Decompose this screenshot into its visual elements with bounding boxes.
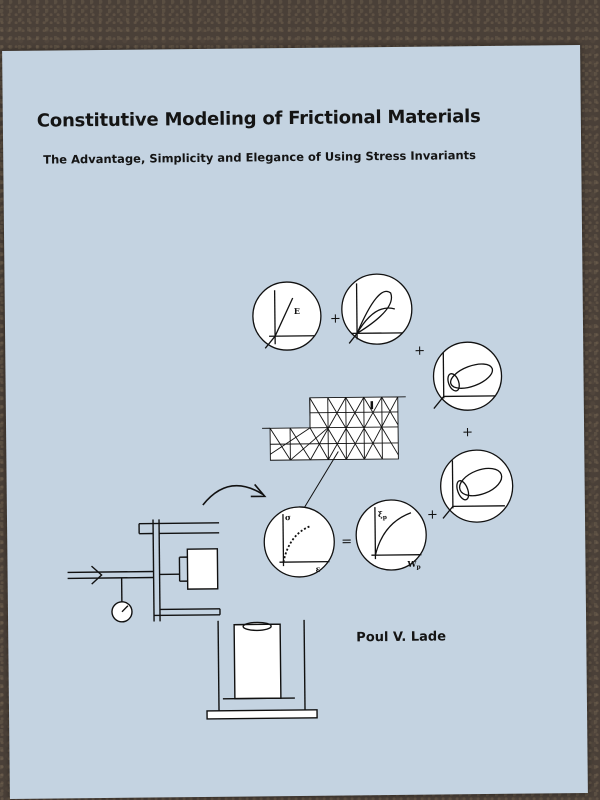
elasticity-circle (252, 281, 322, 351)
curved-arrow (202, 483, 267, 506)
book-cover: Constitutive Modeling of Frictional Mate… (2, 44, 588, 800)
plus-sign-1: + (330, 312, 341, 327)
testing-apparatus (67, 519, 318, 720)
stress-strain-circle (263, 506, 335, 578)
plastic-potential-circle (432, 341, 503, 411)
label-e: E (294, 306, 300, 316)
label-sigma: σ (285, 512, 291, 522)
yield-surface-circle (440, 449, 514, 523)
finite-element-mesh (262, 396, 406, 461)
book-author: Poul V. Lade (356, 629, 447, 646)
failure-surface-circle (341, 273, 413, 345)
plus-sign-4: + (427, 508, 438, 523)
plus-sign-2: + (414, 344, 425, 359)
label-epsilon: ε (315, 564, 320, 574)
cover-illustration: E + + (67, 273, 514, 720)
plus-sign-3: + (462, 425, 473, 440)
work-hardening-circle (355, 499, 427, 571)
label-wp: Wp (406, 559, 420, 571)
equals-sign: = (341, 534, 352, 549)
label-xi: ξp (378, 509, 387, 521)
